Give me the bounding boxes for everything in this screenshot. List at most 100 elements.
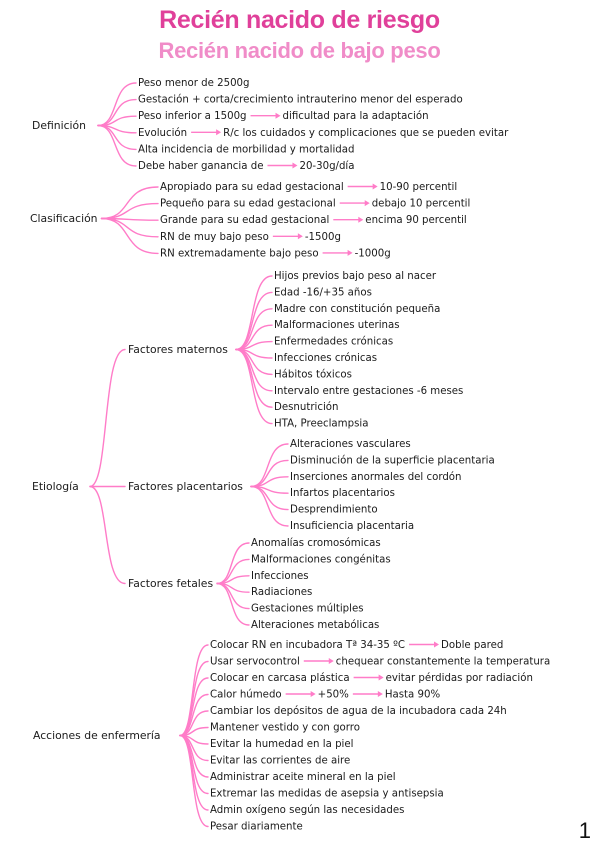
section-3-group-1-item: Edad -16/+35 años — [274, 287, 372, 298]
section-1-item: Gestación + corta/crecimiento intrauteri… — [138, 94, 463, 106]
section-4-detail: +50% — [318, 690, 349, 701]
section-4-arrow-icon-head — [310, 691, 316, 697]
section-3-group-3-item: Radiaciones — [251, 587, 312, 598]
section-3-group-2-label: Factores placentarios — [128, 480, 243, 493]
section-4-detail: evitar pérdidas por radiación — [386, 672, 533, 684]
section-3-group-2-connector — [250, 459, 289, 488]
section-2-arrow-icon-head — [297, 233, 303, 240]
section-3-group-1-connector — [235, 324, 273, 351]
section-4-detail: chequear constantemente la temperatura — [336, 657, 550, 668]
section-3-group-3-label: Factores fetales — [128, 577, 213, 590]
section-2-item: RN extremadamente bajo peso — [160, 248, 319, 259]
section-3-group-1-item: Madre con constitución pequeña — [274, 303, 440, 315]
section-3-group-3-connector — [89, 485, 126, 585]
section-2-arrow-icon-head — [364, 200, 370, 207]
section-3-group-1-item: Hábitos tóxicos — [274, 368, 352, 380]
section-3-group-1-item: Intervalo entre gestaciones -6 meses — [274, 386, 463, 397]
section-4-item: Mantener vestido y con gorro — [210, 723, 360, 734]
section-3-group-3-connector — [216, 582, 250, 626]
section-1-item: Peso inferior a 1500g — [138, 111, 247, 122]
section-1-item: Evolución — [138, 127, 187, 139]
section-1-item: Alta incidencia de morbilidad y mortalid… — [138, 144, 354, 155]
section-2-connector — [100, 186, 159, 220]
section-3-group-1-connector — [89, 348, 126, 488]
section-4-item: Extremar las medidas de asepsia y antise… — [210, 789, 444, 800]
section-2-arrow-icon-head — [372, 183, 378, 190]
section-4-label: Acciones de enfermería — [33, 729, 161, 742]
section-4-item: Calor húmedo — [210, 689, 282, 701]
section-3-group-3-item: Gestaciones múltiples — [251, 603, 364, 615]
section-4-arrow-icon-head — [434, 641, 440, 648]
section-3-group-3-connector — [216, 542, 250, 585]
section-1-item: Debe haber ganancia de — [138, 161, 263, 172]
section-3-group-2-connector — [250, 485, 289, 527]
section-4-item: Colocar en carcasa plástica — [210, 672, 350, 684]
section-2-connector — [100, 217, 159, 238]
section-3-group-1-item: Enfermedades crónicas — [274, 336, 393, 348]
section-3-group-2-item: Infartos placentarios — [290, 488, 395, 499]
section-1-arrow-icon-head — [292, 162, 298, 169]
section-3-group-3-connector — [216, 582, 250, 610]
section-2-label: Clasificación — [30, 212, 98, 225]
section-2-detail: 10-90 percentil — [380, 182, 458, 193]
page-title: Recién nacido de riesgo — [159, 6, 440, 34]
section-3-group-1-connector — [235, 275, 273, 351]
section-1-detail: dificultad para la adaptación — [283, 110, 429, 122]
section-4-item: Cambiar los depósitos de agua de la incu… — [210, 705, 507, 717]
section-1-arrow-icon-head — [275, 112, 281, 119]
section-4-item: Evitar la humedad en la piel — [210, 739, 353, 750]
section-3-group-3-item: Infecciones — [251, 571, 309, 582]
section-3-group-1-item: HTA, Preeclampsia — [274, 419, 368, 430]
section-1-item: Peso menor de 2500g — [138, 78, 250, 89]
section-3-group-2-item: Inserciones anormales del cordón — [290, 471, 462, 483]
section-3-group-1-connector — [235, 348, 273, 376]
section-3-group-1-label: Factores maternos — [128, 343, 228, 356]
section-4-item: Admin oxígeno según las necesidades — [210, 804, 404, 816]
section-3-group-2-item: Desprendimiento — [290, 505, 378, 516]
section-4-detail: Doble pared — [441, 640, 503, 651]
section-3-group-1-item: Infecciones crónicas — [274, 352, 377, 364]
section-1-arrow-icon-head — [216, 129, 222, 136]
section-4-arrow-icon-head — [328, 658, 334, 664]
section-2-detail: -1000g — [355, 248, 391, 259]
section-3-group-1-connector — [235, 291, 273, 351]
section-3-group-3-item: Anomalías cromosómicas — [251, 537, 381, 549]
section-2-detail: debajo 10 percentil — [372, 199, 471, 210]
section-4-connector — [179, 734, 209, 828]
page-subtitle: Recién nacido de bajo peso — [158, 38, 441, 63]
section-3-group-2-item: Insuficiencia placentaria — [290, 521, 414, 532]
section-4-item: Colocar RN en incubadora Tª 34-35 ºC — [210, 640, 405, 651]
section-3-group-3-item: Alteraciones metabólicas — [251, 619, 379, 631]
section-2-item: Pequeño para su edad gestacional — [160, 199, 336, 210]
section-2-connector — [100, 202, 159, 220]
section-4-arrow-icon-head — [377, 691, 383, 697]
section-2-connector — [100, 217, 159, 255]
section-2-arrow-icon-head — [347, 249, 353, 256]
section-3-group-3-item: Malformaciones congénitas — [251, 553, 391, 565]
section-4-item: Administrar aceite mineral en la piel — [210, 772, 396, 783]
section-3-label: Etiología — [32, 480, 79, 493]
section-3-group-2-item: Alteraciones vasculares — [290, 439, 411, 450]
section-2-detail: encima 90 percentil — [365, 215, 466, 226]
section-3-group-2-item: Disminución de la superficie placentaria — [290, 454, 495, 466]
section-2-item: Apropiado para su edad gestacional — [160, 182, 344, 193]
section-4-detail: Hasta 90% — [385, 690, 441, 701]
page-number: 1 — [578, 818, 591, 843]
section-2-detail: -1500g — [305, 232, 341, 243]
section-3-group-3-connector — [216, 558, 250, 585]
section-1-label: Definición — [32, 119, 86, 132]
section-4-item: Pesar diariamente — [210, 822, 303, 833]
section-2-arrow-icon-head — [358, 216, 364, 223]
section-1-detail: 20-30g/día — [299, 160, 354, 172]
section-3-group-1-connector — [235, 348, 273, 425]
section-2-item: RN de muy bajo peso — [160, 232, 269, 243]
section-1-connector — [97, 124, 137, 167]
section-4-item: Evitar las corrientes de aire — [210, 756, 350, 767]
section-4-arrow-icon-head — [378, 674, 384, 681]
section-3-group-1-item: Hijos previos bajo peso al nacer — [274, 271, 437, 282]
section-1-connector — [97, 98, 137, 127]
section-3-group-1-item: Malformaciones uterinas — [274, 320, 400, 331]
section-2-item: Grande para su edad gestacional — [160, 215, 329, 226]
